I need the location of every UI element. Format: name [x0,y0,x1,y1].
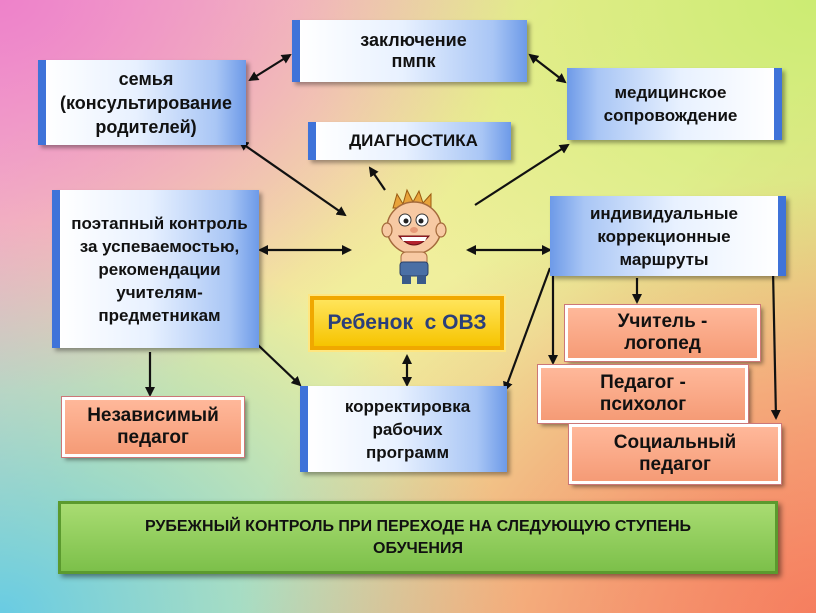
arrow-control-correction [257,344,302,387]
speech-therapist-label: Учитель - логопед [617,311,708,354]
diagnostics-box: ДИАГНОСТИКА [308,122,511,160]
conclusion-label: заключение пмпк [360,30,467,71]
social-pedagogue-box: Социальный педагог [568,423,782,485]
arrow-routes-social [770,269,781,420]
speech-therapist-box: Учитель - логопед [564,304,761,362]
routes-label: индивидуальные коррекционные маршруты [589,203,739,269]
psychologist-box: Педагог - психолог [537,364,749,424]
social-pedagogue-label: Социальный педагог [613,432,737,475]
control-box: поэтапный контроль за успеваемостью, рек… [52,190,259,348]
conclusion-box: заключение пмпк [292,20,527,82]
child-label: Ребенок с ОВЗ [327,311,487,334]
routes-box: индивидуальные коррекционные маршруты [550,196,786,276]
arrow-family-conclusion [248,53,292,82]
boundary-control-box: РУБЕЖНЫЙ КОНТРОЛЬ ПРИ ПЕРЕХОДЕ НА СЛЕДУЮ… [58,501,778,574]
correction-box: корректировка рабочих программ [300,386,507,472]
medical-label: медицинское сопровождение [603,83,738,125]
child-illustration [381,188,447,284]
diagnostics-label: ДИАГНОСТИКА [349,131,478,150]
medical-box: медицинское сопровождение [567,68,782,140]
arrow-routes-correction [503,267,552,392]
boundary-control-label: РУБЕЖНЫЙ КОНТРОЛЬ ПРИ ПЕРЕХОДЕ НА СЛЕДУЮ… [144,517,692,557]
psychologist-label: Педагог - психолог [599,372,687,415]
independent-pedagogue-box: Независимый педагог [61,396,245,458]
control-label: поэтапный контроль за успеваемостью, рек… [71,213,248,325]
arrow-child-medical [474,143,570,206]
arrow-conclusion-medical [528,53,567,84]
independent-pedagogue-label: Независимый педагог [87,405,219,448]
family-label: семья (консультирование родителей) [60,68,232,137]
correction-label: корректировка рабочих программ [344,396,471,462]
family-box: семья (консультирование родителей) [38,60,246,145]
arrow-child-diagnostics [368,166,386,191]
child-box: Ребенок с ОВЗ [310,296,504,350]
arrow-family-child [238,140,347,217]
